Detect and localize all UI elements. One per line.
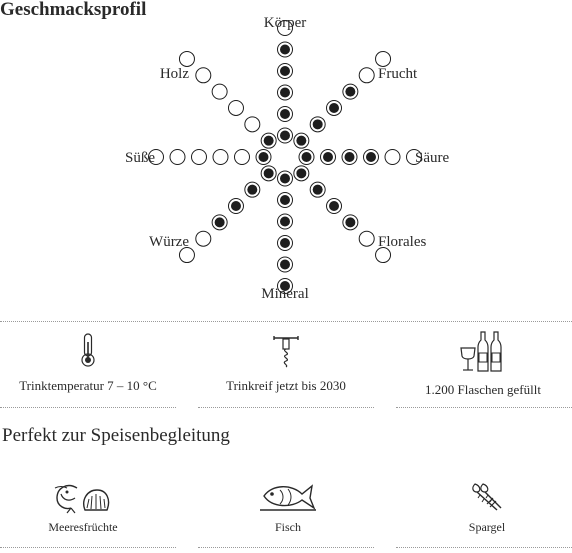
dot-fill-körper-1 (280, 130, 290, 141)
dot-holz-4 (211, 83, 228, 100)
bottles-text: 1.200 Flaschen gefüllt (425, 382, 541, 397)
dot-säure-6 (406, 149, 422, 165)
divider-bottom-middle (198, 547, 374, 548)
axis-label-würze: Würze (149, 234, 189, 250)
dot-fill-frucht-2 (312, 119, 323, 130)
seafood-label: Meeresfrüchte (48, 520, 118, 534)
dot-holz-5 (195, 67, 212, 84)
dot-süße-2 (234, 149, 250, 165)
dot-säure-5 (384, 149, 401, 165)
axis-label-körper: Körper (264, 15, 306, 31)
info-temperature: Trinktemperatur 7 – 10 °C (0, 330, 183, 394)
dot-körper-6 (277, 20, 293, 36)
dot-holz-6 (178, 50, 195, 67)
corkscrew-icon (273, 336, 299, 368)
dot-süße-6 (148, 149, 164, 165)
food-asparagus: Spargel (392, 480, 572, 535)
axis-label-florales: Florales (378, 234, 426, 250)
divider-bottom-left (0, 547, 176, 548)
dot-holz-3 (227, 99, 244, 116)
dot-süße-3 (212, 149, 229, 165)
divider-middle (198, 407, 374, 408)
maturity-text: Trinkreif jetzt bis 2030 (226, 378, 346, 393)
dot-fill-frucht-4 (345, 86, 356, 97)
dot-fill-mineral-3 (280, 216, 290, 227)
dot-fill-säure-4 (366, 152, 376, 162)
temperature-text: Trinktemperatur 7 – 10 °C (19, 378, 157, 393)
profile-title: Geschmacksprofil (0, 0, 147, 20)
dot-fill-würze-1 (263, 168, 274, 179)
dot-frucht-5 (358, 67, 375, 84)
food-fish: Fisch (193, 480, 383, 535)
info-maturity: Trinkreif jetzt bis 2030 (191, 330, 381, 394)
dot-fill-säure-2 (323, 152, 333, 162)
dot-florales-6 (375, 247, 392, 264)
dot-würze-6 (178, 247, 195, 264)
fish-label: Fisch (274, 520, 301, 534)
dot-fill-mineral-4 (280, 238, 290, 248)
axis-label-säure: Säure (415, 150, 449, 166)
dot-süße-5 (169, 149, 186, 165)
dot-fill-körper-4 (280, 66, 290, 76)
dot-fill-körper-3 (280, 87, 290, 98)
dot-fill-mineral-5 (280, 259, 290, 270)
dot-fill-säure-3 (344, 152, 355, 162)
seafood-icon (54, 484, 110, 514)
dot-fill-körper-5 (280, 44, 290, 55)
dot-süße-4 (191, 149, 207, 165)
bottles-glass-icon (460, 331, 502, 372)
axis-label-frucht: Frucht (378, 66, 418, 82)
info-bottles: 1.200 Flaschen gefüllt (388, 330, 572, 398)
dot-fill-säure-1 (301, 152, 312, 162)
fish-icon (260, 484, 316, 511)
dot-florales-5 (358, 230, 375, 247)
dot-fill-florales-2 (312, 184, 323, 195)
divider-right (396, 407, 572, 408)
dot-fill-florales-4 (345, 217, 356, 228)
dot-fill-florales-1 (296, 168, 307, 179)
dot-holz-2 (244, 116, 261, 133)
pairing-title: Perfekt zur Speisenbegleitung (2, 425, 230, 446)
dot-fill-würze-3 (230, 201, 241, 212)
food-seafood: Meeresfrüchte (0, 480, 178, 535)
dot-fill-mineral-6 (280, 281, 290, 291)
asparagus-icon (472, 483, 502, 511)
asparagus-label: Spargel (468, 520, 506, 534)
dot-fill-mineral-2 (280, 195, 290, 205)
divider-top (0, 321, 572, 322)
dot-würze-5 (195, 230, 212, 247)
axis-label-mineral: Mineral (261, 286, 308, 302)
dot-fill-mineral-1 (280, 173, 290, 184)
dot-fill-frucht-1 (296, 135, 307, 146)
thermometer-icon (81, 333, 95, 367)
dot-fill-körper-2 (280, 109, 290, 119)
dot-frucht-6 (375, 50, 392, 67)
dot-fill-holz-1 (263, 135, 274, 146)
axis-label-süße: Süße (125, 150, 155, 166)
dot-fill-florales-3 (329, 201, 340, 212)
dot-fill-würze-4 (214, 217, 225, 228)
divider-bottom-right (396, 547, 572, 548)
dot-fill-würze-2 (247, 184, 258, 195)
axis-label-holz: Holz (160, 66, 190, 82)
dot-fill-frucht-3 (329, 102, 340, 113)
divider-left (0, 407, 176, 408)
dot-fill-süße-1 (258, 152, 269, 162)
